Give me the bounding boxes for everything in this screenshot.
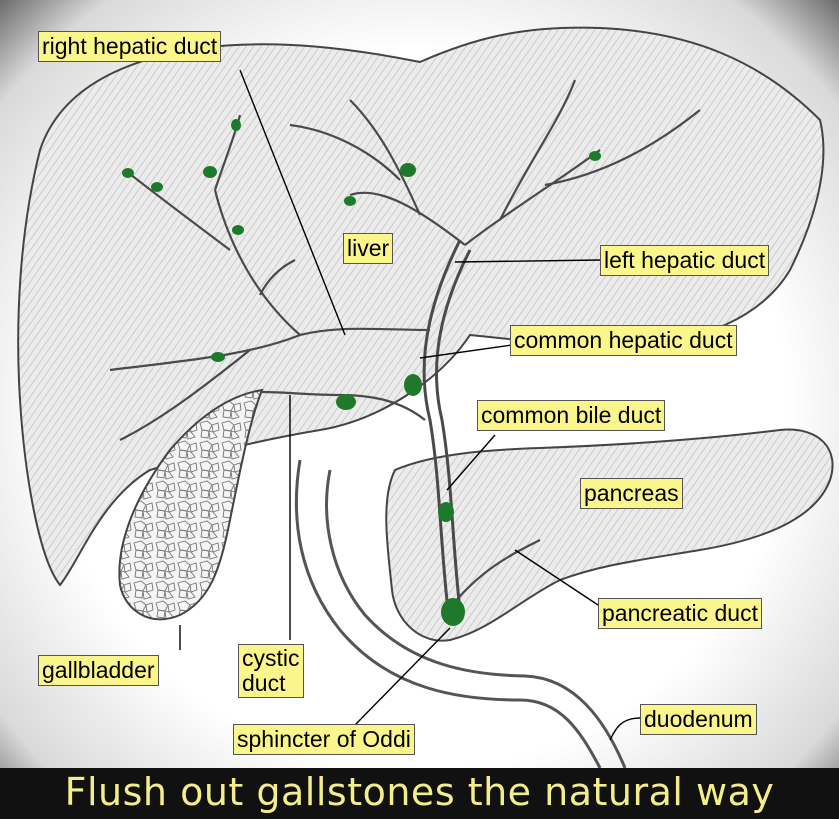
label-duodenum: duodenum <box>640 704 757 735</box>
label-right-hepatic-duct: right hepatic duct <box>38 31 221 62</box>
label-left-hepatic-duct: left hepatic duct <box>600 245 769 276</box>
label-pancreatic-duct: pancreatic duct <box>598 598 762 629</box>
label-pancreas: pancreas <box>580 478 683 509</box>
label-liver: liver <box>343 233 393 264</box>
label-common-bile-duct: common bile duct <box>477 400 665 431</box>
label-gallbladder: gallbladder <box>38 655 159 686</box>
label-sphincter-of-oddi: sphincter of Oddi <box>233 724 415 755</box>
label-cystic-duct: cystic duct <box>238 644 304 698</box>
caption-text: Flush out gallstones the natural way <box>0 770 839 814</box>
label-common-hepatic-duct: common hepatic duct <box>510 325 737 356</box>
